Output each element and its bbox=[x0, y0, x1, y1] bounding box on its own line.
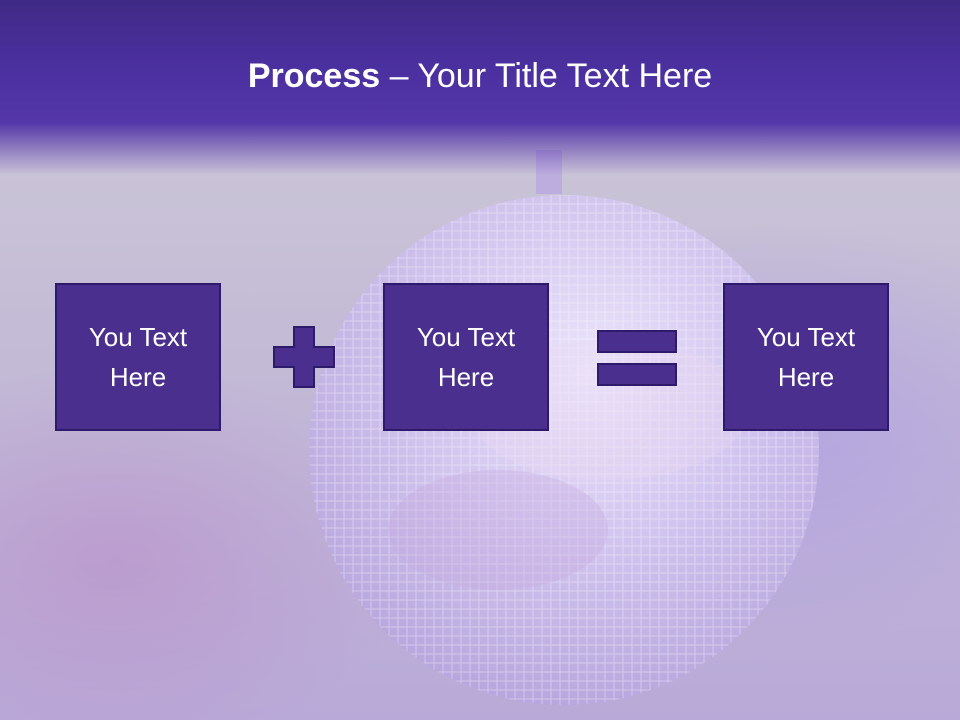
equals-icon bbox=[597, 330, 677, 386]
process-box-3-text: You Text Here bbox=[756, 322, 856, 392]
process-box-3[interactable]: You Text Here bbox=[723, 283, 889, 431]
disco-ball-image bbox=[309, 150, 819, 705]
slide-title: Process – Your Title Text Here bbox=[0, 56, 960, 96]
process-box-2-text: You Text Here bbox=[416, 322, 516, 392]
title-band bbox=[0, 0, 960, 175]
process-box-1-text: You Text Here bbox=[88, 322, 188, 392]
plus-icon bbox=[273, 326, 335, 388]
process-box-2[interactable]: You Text Here bbox=[383, 283, 549, 431]
title-bold-part: Process bbox=[247, 57, 381, 95]
title-rest-part: – Your Title Text Here bbox=[380, 57, 713, 95]
process-box-1[interactable]: You Text Here bbox=[55, 283, 221, 431]
